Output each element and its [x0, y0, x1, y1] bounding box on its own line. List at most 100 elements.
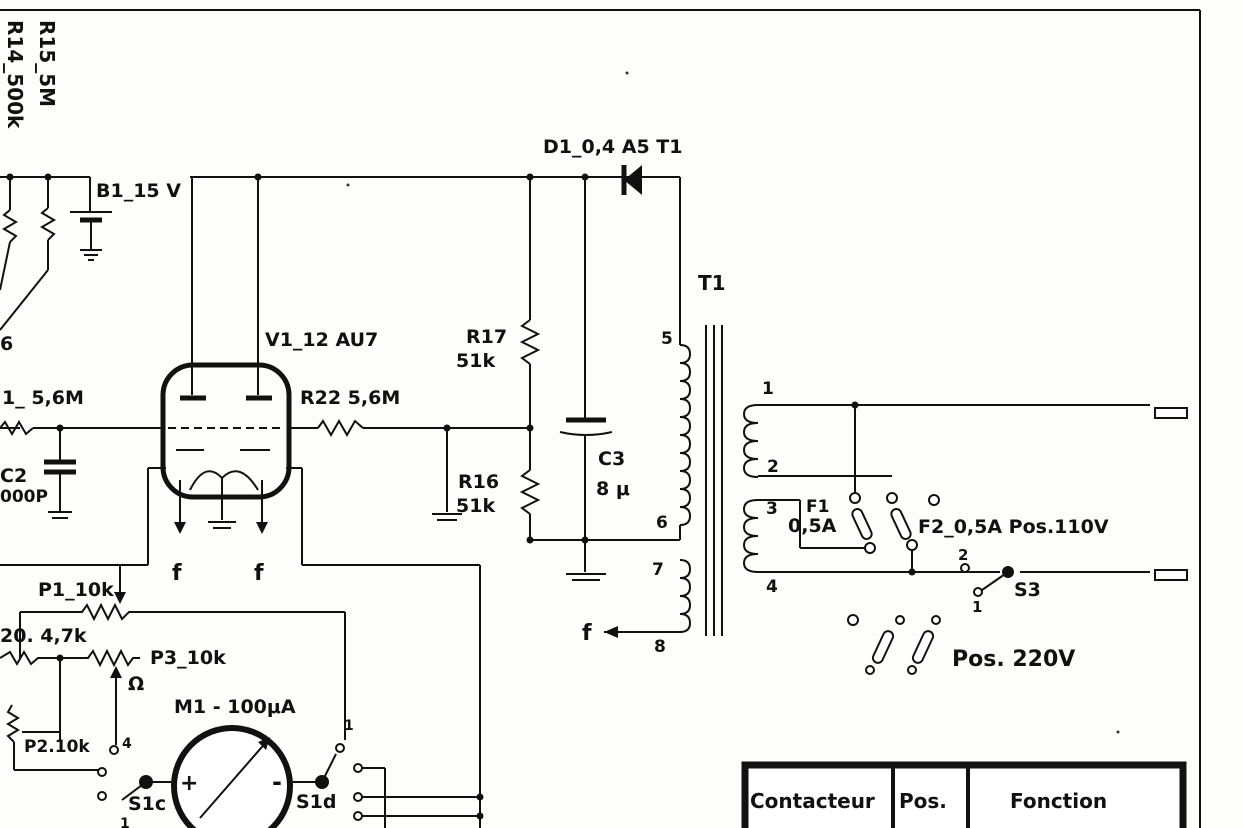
t1-primary-coil [679, 344, 692, 526]
r20-resistor [0, 650, 60, 666]
s3-contact [973, 587, 983, 597]
arrow [174, 522, 186, 534]
m1-needle [199, 739, 269, 819]
t1-label: T1 [698, 271, 726, 295]
p2-label: P2.10k [24, 737, 90, 757]
s1c-label: S1c [128, 793, 166, 815]
f1-label: F1 [806, 497, 829, 517]
r14-label: R14_500k [3, 20, 27, 129]
s1d-pos-1: 1 [344, 718, 354, 734]
r16-value: 51k [456, 495, 495, 517]
arrow [114, 592, 126, 604]
s3-pos-2: 2 [958, 546, 968, 564]
s1d-lever [321, 753, 337, 783]
s1c-lever [121, 781, 147, 801]
terminal [353, 792, 363, 802]
pin-5: 5 [661, 329, 673, 349]
m1-label: M1 - 100μA [174, 696, 296, 718]
v1-heater [189, 470, 259, 491]
fuse-220 [871, 630, 895, 664]
p1-potentiometer [20, 602, 345, 622]
s1d-label: S1d [296, 791, 337, 813]
sec-pin-2: 2 [767, 457, 779, 477]
c2-value: 000P [0, 487, 48, 507]
junction [476, 793, 484, 801]
wire [0, 269, 49, 331]
junction [476, 812, 484, 820]
r20-label: 20. 4,7k [0, 625, 87, 647]
terminal [97, 791, 107, 801]
sec-pin-4: 4 [766, 577, 778, 597]
omega-label: Ω [128, 673, 144, 695]
p3-label: P3_10k [150, 647, 226, 669]
sec-pin-3: 3 [766, 499, 778, 519]
r17-label: R17 [466, 326, 507, 348]
left-6-label: 6 [0, 333, 13, 355]
r17-value: 51k [456, 350, 495, 372]
table-header-pos: Pos. [899, 789, 947, 813]
v1-tube-envelope [160, 362, 292, 500]
pin-7: 7 [652, 560, 664, 580]
p1-label: P1_10k [38, 579, 114, 601]
pin-6: 6 [656, 513, 668, 533]
s3-lever [981, 571, 1009, 591]
tube-f-right: f [254, 561, 264, 586]
terminal [886, 492, 898, 504]
sec-pin-1: 1 [762, 379, 774, 399]
junction [908, 568, 916, 576]
terminal [864, 542, 876, 554]
speck [625, 71, 629, 75]
pos-220-label: Pos. 220V [952, 647, 1075, 672]
terminal [906, 539, 918, 551]
arrow [110, 666, 122, 678]
tube-f-left: f [172, 561, 182, 586]
t1-secondary-coil-2 [742, 499, 759, 573]
r1-resistor [0, 420, 34, 436]
r22-label: R22 5,6M [300, 387, 400, 409]
c2-label: C2 [0, 465, 27, 487]
m1-minus: - [272, 768, 282, 796]
r15-resistor [40, 207, 56, 241]
terminal [849, 492, 861, 504]
wire [0, 241, 11, 291]
arrow [604, 626, 618, 638]
r16-resistor [519, 469, 541, 515]
terminal [353, 811, 363, 821]
arrow [256, 522, 268, 534]
terminal [928, 494, 940, 506]
terminal [907, 665, 917, 675]
s3-contact [960, 563, 970, 573]
r22-resistor [317, 418, 364, 438]
fuse-220 [911, 630, 935, 664]
r16-label: R16 [458, 471, 499, 493]
s1c-pos-4: 4 [122, 736, 132, 752]
terminal [353, 763, 363, 773]
r17-resistor [519, 319, 541, 365]
p2-potentiometer [6, 704, 20, 743]
plug-pin [1154, 407, 1188, 419]
table-header-contacteur: Contacteur [750, 789, 875, 813]
plug-pin [1154, 569, 1188, 581]
r14-resistor [2, 209, 18, 243]
s3-label: S3 [1014, 579, 1041, 601]
terminal [97, 767, 107, 777]
heater-f-label: f [582, 621, 592, 646]
c3-value: 8 μ [596, 478, 630, 500]
terminal [865, 665, 875, 675]
terminal [335, 743, 345, 753]
speck [346, 183, 350, 187]
f2-label: F2_0,5A Pos.110V [918, 516, 1109, 538]
f1-value: 0,5A [788, 515, 837, 537]
terminal [847, 614, 859, 626]
table-header-fonction: Fonction [1010, 789, 1107, 813]
m1-meter [171, 725, 293, 828]
s1c-pos-1: 1 [120, 816, 130, 828]
p3-potentiometer [60, 648, 140, 668]
b1-label: B1_15 V [96, 180, 181, 202]
terminal [895, 615, 905, 625]
m1-needle-tip [258, 737, 270, 750]
terminal [109, 745, 119, 755]
r1-label: 1_ 5,6M [2, 387, 84, 409]
c3-label: C3 [598, 448, 625, 470]
